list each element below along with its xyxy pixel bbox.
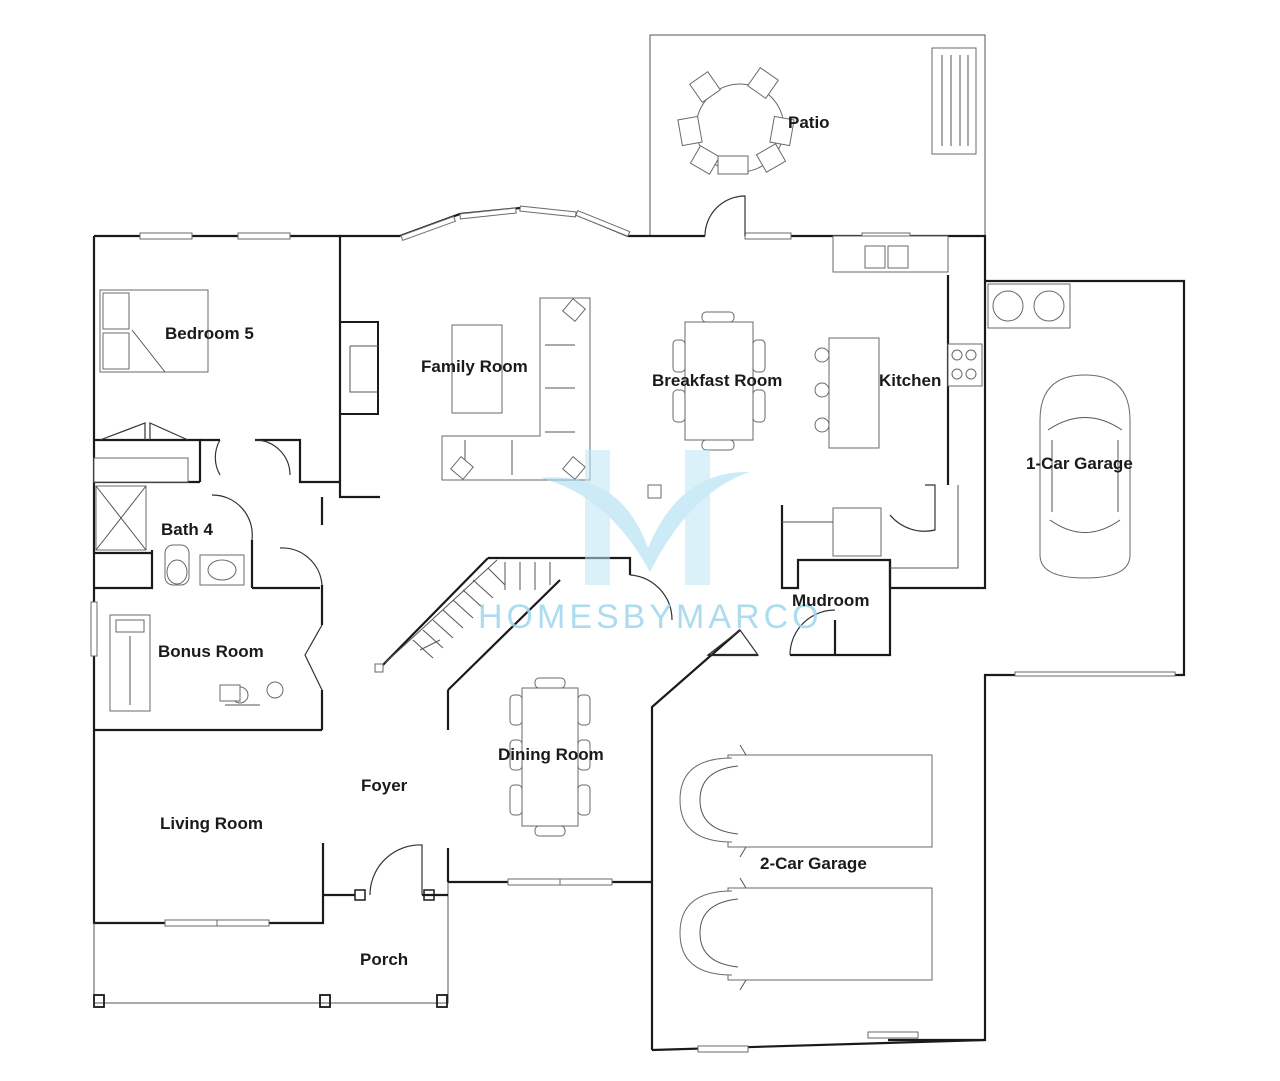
porch-columns [93,889,448,1008]
label-bath-4: Bath 4 [161,520,214,539]
label-bonus-room: Bonus Room [158,642,264,661]
staircase [374,559,551,673]
doors [211,195,936,896]
kitchen-furniture [782,235,1071,569]
family-room-furniture [339,297,662,499]
hm-monogram-logo [540,450,750,585]
car-icon-3 [679,877,933,991]
label-2-car-garage: 2-Car Garage [760,854,867,873]
watermark-brand-text: HOMESBYMARCO [478,598,823,636]
label-foyer: Foyer [361,776,408,795]
label-mudroom: Mudroom [792,591,869,610]
label-bedroom-5: Bedroom 5 [165,324,254,343]
room-labels: Patio Bedroom 5 Family Room Breakfast Ro… [158,113,1133,969]
label-dining-room: Dining Room [498,745,604,764]
label-breakfast-room: Breakfast Room [652,371,782,390]
car-icon-1 [1039,374,1131,579]
bedroom-5-furniture [93,289,245,586]
label-kitchen: Kitchen [879,371,941,390]
label-living-room: Living Room [160,814,263,833]
bonus-room-furniture [109,614,284,712]
windows [90,205,1176,1053]
breakfast-room-furniture [672,311,766,451]
label-family-room: Family Room [421,357,528,376]
label-1-car-garage: 1-Car Garage [1026,454,1133,473]
car-icon-2 [679,744,933,858]
patio-area [649,34,986,236]
label-porch: Porch [360,950,408,969]
dining-room-furniture [509,677,591,837]
label-patio: Patio [788,113,830,132]
